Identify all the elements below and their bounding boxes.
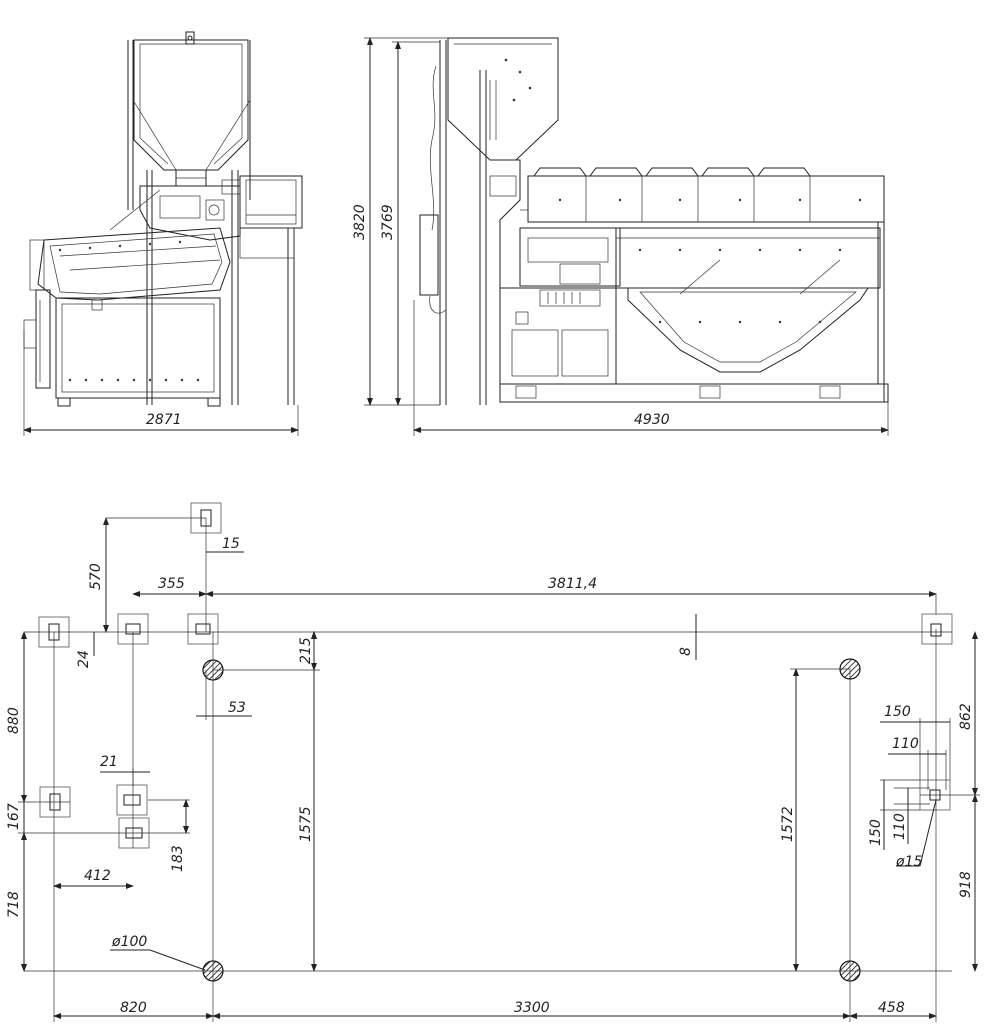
dim-820: 820 <box>120 1000 147 1016</box>
dim-918: 918 <box>958 871 974 898</box>
dim-height-total: 3820 <box>352 204 368 240</box>
dim-front-width: 4930 <box>634 412 670 428</box>
dim-1572: 1572 <box>780 806 796 842</box>
front-view: 3820 3769 4930 <box>352 37 889 436</box>
dim-150-h: 150 <box>884 704 911 720</box>
dim-53: 53 <box>228 700 246 716</box>
dim-8: 8 <box>678 647 694 656</box>
dim-355: 355 <box>158 576 185 592</box>
dim-1575: 1575 <box>298 806 314 842</box>
side-view: 2871 <box>23 31 303 436</box>
dim-570: 570 <box>88 563 104 590</box>
dim-phi15: ø15 <box>895 854 922 870</box>
dim-458: 458 <box>878 1000 905 1016</box>
dim-150-v: 150 <box>868 819 884 846</box>
foundation-plan: 570 15 355 3811,4 24 8 215 53 1575 1572 <box>6 502 980 1022</box>
dim-side-width: 2871 <box>146 412 182 428</box>
dim-862: 862 <box>958 703 974 730</box>
dim-880: 880 <box>6 707 22 734</box>
dim-718: 718 <box>6 891 22 918</box>
dim-167: 167 <box>6 803 22 830</box>
dim-412: 412 <box>84 868 111 884</box>
dim-183: 183 <box>170 845 186 872</box>
dim-21: 21 <box>100 754 118 770</box>
anchor-pads <box>38 502 953 849</box>
dim-110-v: 110 <box>892 813 908 840</box>
dim-phi100: ø100 <box>111 934 147 950</box>
dim-height-frame: 3769 <box>380 204 396 240</box>
dim-15-top: 15 <box>222 536 240 552</box>
dim-110-h: 110 <box>892 736 919 752</box>
dim-3300: 3300 <box>514 1000 550 1016</box>
front-rivets <box>558 198 862 324</box>
side-rivets <box>58 240 200 382</box>
dim-3811: 3811,4 <box>548 576 597 592</box>
dim-24: 24 <box>76 650 92 668</box>
dim-215: 215 <box>298 637 314 664</box>
